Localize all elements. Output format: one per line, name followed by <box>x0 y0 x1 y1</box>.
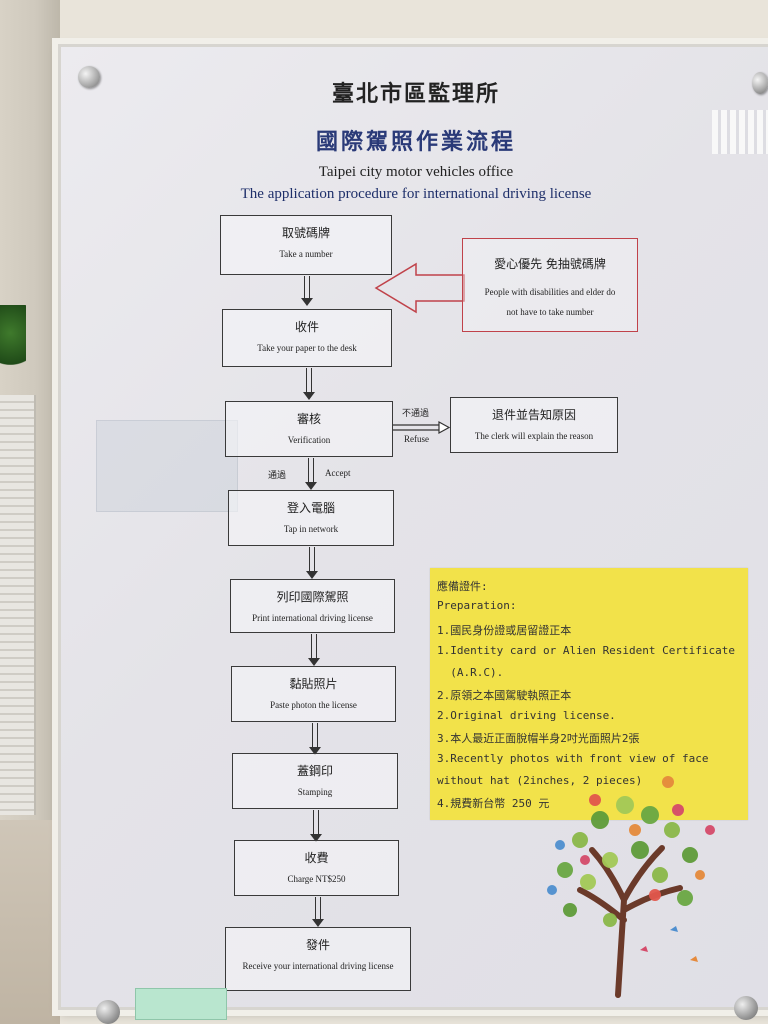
window-shutter <box>0 395 36 815</box>
arrow-down-icon <box>301 276 313 306</box>
reject-box: 退件並告知原因 The clerk will explain the reaso… <box>450 397 618 453</box>
priority-label-en-2: not have to take number <box>506 307 594 317</box>
step-label-cn: 收費 <box>304 851 329 865</box>
glass-reflection <box>96 420 238 512</box>
arrow-down-icon <box>305 458 317 490</box>
step-label-en: Print international driving license <box>252 613 373 623</box>
preparation-line: 3.本人最近正面脫帽半身2吋光面照片2張 <box>437 732 640 745</box>
preparation-line: 3.Recently photos with front view of fac… <box>437 752 709 765</box>
priority-label-cn: 愛心優先 免抽號碼牌 <box>494 257 606 271</box>
step-verification: 審核 Verification <box>225 401 393 457</box>
reject-label-en: The clerk will explain the reason <box>474 431 594 441</box>
preparation-line: 4.規費新台幣 250 元 <box>437 797 550 810</box>
step-label-en: Verification <box>287 435 331 445</box>
accept-label-en: Accept <box>325 468 351 478</box>
step-charge: 收費 Charge NT$250 <box>234 840 399 896</box>
priority-callout: 愛心優先 免抽號碼牌 People with disabilities and … <box>462 238 638 332</box>
bolt-icon <box>78 66 100 88</box>
decorative-tree-illustration <box>547 776 715 998</box>
preparation-line: 1.國民身份證或居留證正本 <box>437 624 572 637</box>
step-submit-paper: 收件 Take your paper to the desk <box>222 309 392 367</box>
priority-label-en-1: People with disabilities and elder do <box>484 287 616 297</box>
preparation-note: 應備證件: Preparation: 1.國民身份證或居留證正本 1.Ident… <box>430 568 748 820</box>
step-label-en: Take a number <box>279 249 333 259</box>
poster-board <box>58 44 768 1010</box>
preparation-line: without hat (2inches, 2 pieces) <box>437 774 643 787</box>
step-label-cn: 審核 <box>296 412 321 426</box>
preparation-line: Preparation: <box>437 599 517 612</box>
office-title-en: Taipei city motor vehicles office <box>318 164 514 180</box>
step-receive-license: 發件 Receive your international driving li… <box>225 927 411 991</box>
arrow-down-icon <box>310 810 322 842</box>
preparation-line: (A.R.C). <box>437 666 504 679</box>
arrow-down-icon <box>308 634 320 666</box>
step-label-cn: 發件 <box>305 938 330 952</box>
accept-label-cn: 通過 <box>268 471 287 481</box>
step-label-cn: 蓋鋼印 <box>296 764 333 778</box>
arrow-down-icon <box>312 897 324 927</box>
step-label-en: Stamping <box>297 787 333 797</box>
reject-label-cn: 退件並告知原因 <box>491 408 576 422</box>
procedure-title-cn: 國際駕照作業流程 <box>315 130 516 155</box>
refuse-label-cn: 不通過 <box>402 409 430 419</box>
step-label-en: Paste photon the license <box>270 700 357 710</box>
bolt-icon <box>752 72 768 94</box>
ceiling-light-reflection <box>712 110 768 154</box>
arrow-left-icon <box>374 262 465 314</box>
small-sticker <box>135 988 227 1020</box>
arrow-down-icon <box>309 723 321 755</box>
arrow-down-icon <box>303 368 315 400</box>
step-label-cn: 黏貼照片 <box>289 677 338 691</box>
step-stamping: 蓋鋼印 Stamping <box>232 753 398 809</box>
floor <box>0 820 60 1024</box>
refuse-label-en: Refuse <box>404 434 429 444</box>
step-take-number: 取號碼牌 Take a number <box>220 215 392 275</box>
preparation-line: 應備證件: <box>437 580 488 593</box>
step-label-en: Take your paper to the desk <box>257 343 357 353</box>
preparation-line: 1.Identity card or Alien Resident Certif… <box>437 644 736 657</box>
step-tap-network: 登入電腦 Tap in network <box>228 490 394 546</box>
step-print-license: 列印國際駕照 Print international driving licen… <box>230 579 395 633</box>
procedure-title-en: The application procedure for internatio… <box>240 186 592 202</box>
plant <box>0 305 26 375</box>
stand-bolt-icon <box>96 1000 120 1024</box>
step-label-cn: 列印國際駕照 <box>276 590 349 604</box>
arrow-right-icon <box>393 421 451 435</box>
step-label-cn: 收件 <box>294 320 319 334</box>
stand-bolt-icon <box>734 996 758 1020</box>
office-title-cn: 臺北市區監理所 <box>331 82 500 107</box>
step-label-en: Receive your international driving licen… <box>242 961 394 971</box>
step-label-cn: 取號碼牌 <box>281 226 330 240</box>
step-label-en: Charge NT$250 <box>287 874 346 884</box>
preparation-line: 2.原領之本國駕駛執照正本 <box>437 689 572 702</box>
step-label-cn: 登入電腦 <box>286 501 335 515</box>
arrow-down-icon <box>306 547 318 579</box>
step-paste-photo: 黏貼照片 Paste photon the license <box>231 666 396 722</box>
preparation-line: 2.Original driving license. <box>437 709 616 722</box>
step-label-en: Tap in network <box>283 524 339 534</box>
